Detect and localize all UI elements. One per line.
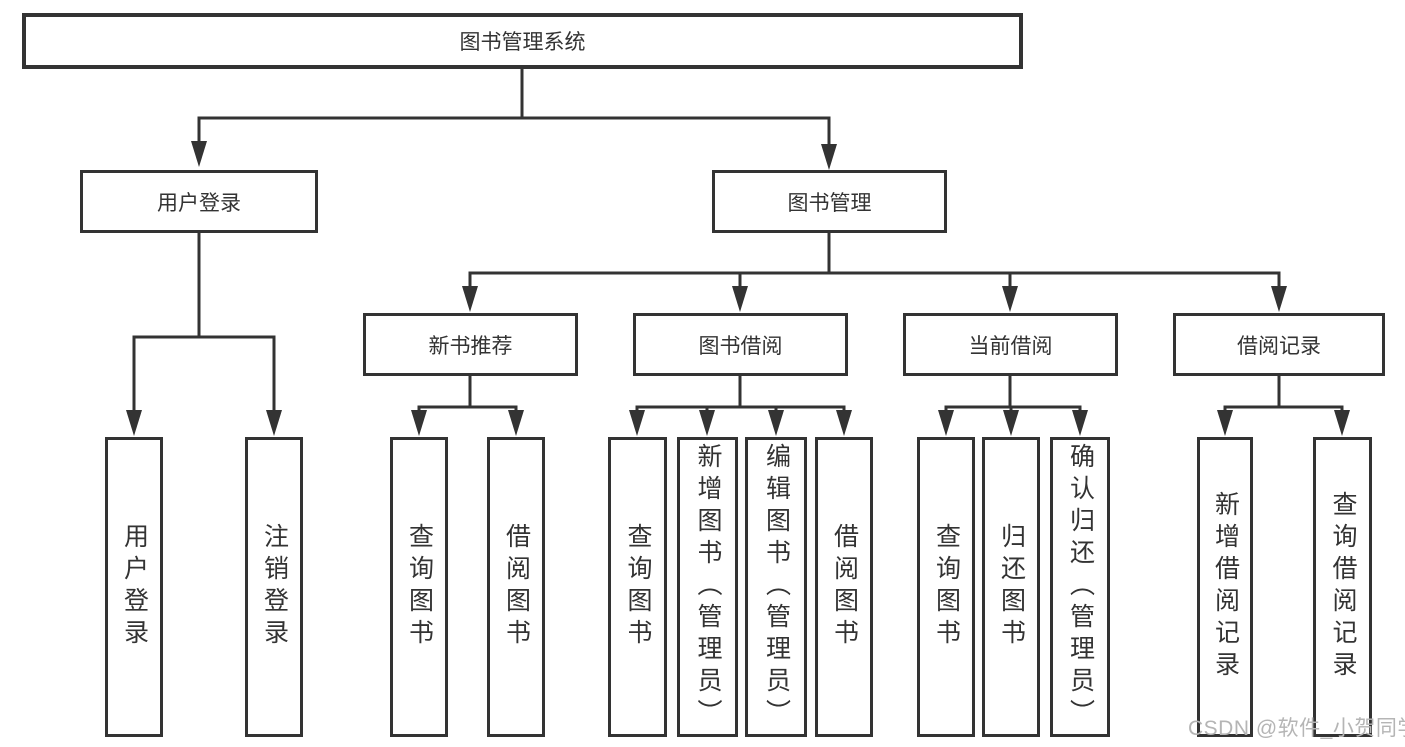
node-label: 图书管理 (787, 191, 872, 215)
leaf-borrow-books: 借阅图书 (815, 437, 873, 737)
node-label: 借阅图书 (830, 523, 859, 651)
node-label: 新增借阅记录 (1211, 491, 1240, 683)
node-book-management: 图书管理 (712, 170, 947, 233)
node-label: 查询借阅记录 (1329, 491, 1357, 683)
node-label: 归还图书 (997, 523, 1026, 651)
leaf-logout: 注销登录 (245, 437, 303, 737)
node-label: 借阅记录 (1237, 334, 1321, 358)
leaf-query-borrow-record: 查询借阅记录 (1313, 437, 1372, 737)
leaf-query-books-current: 查询图书 (917, 437, 975, 737)
node-label: 用户登录 (120, 523, 149, 651)
leaf-edit-books-admin: 编辑图书（管理员） (745, 437, 807, 737)
node-label: 图书管理系统 (459, 31, 586, 54)
node-new-book-recommendation: 新书推荐 (363, 313, 578, 376)
node-user-login: 用户登录 (80, 170, 318, 233)
node-label: 新书推荐 (428, 334, 513, 358)
leaf-user-login: 用户登录 (105, 437, 163, 737)
node-book-borrowing: 图书借阅 (633, 313, 848, 376)
node-label: 编辑图书（管理员） (762, 443, 791, 731)
node-label: 借阅图书 (502, 523, 531, 651)
node-label: 查询图书 (624, 523, 652, 651)
leaf-confirm-return-admin: 确认归还（管理员） (1050, 437, 1110, 737)
leaf-query-books-borrow: 查询图书 (608, 437, 667, 737)
node-label: 新增图书（管理员） (694, 443, 722, 731)
leaf-return-books: 归还图书 (982, 437, 1040, 737)
watermark: CSDN @软件_小贺同学 (1188, 717, 1405, 740)
node-borrowing-records: 借阅记录 (1173, 313, 1385, 376)
leaf-add-borrow-record: 新增借阅记录 (1197, 437, 1253, 737)
node-label: 注销登录 (260, 523, 289, 651)
node-current-borrowing: 当前借阅 (903, 313, 1118, 376)
leaf-borrow-books-rec: 借阅图书 (487, 437, 545, 737)
node-label: 当前借阅 (968, 334, 1053, 358)
node-label: 查询图书 (405, 523, 434, 651)
leaf-query-books-rec: 查询图书 (390, 437, 448, 737)
node-label: 图书借阅 (698, 334, 783, 358)
node-label: 查询图书 (932, 523, 961, 651)
leaf-add-books-admin: 新增图书（管理员） (677, 437, 738, 737)
node-label: 确认归还（管理员） (1066, 443, 1095, 731)
node-library-management-system: 图书管理系统 (22, 13, 1023, 69)
node-label: 用户登录 (157, 191, 241, 215)
